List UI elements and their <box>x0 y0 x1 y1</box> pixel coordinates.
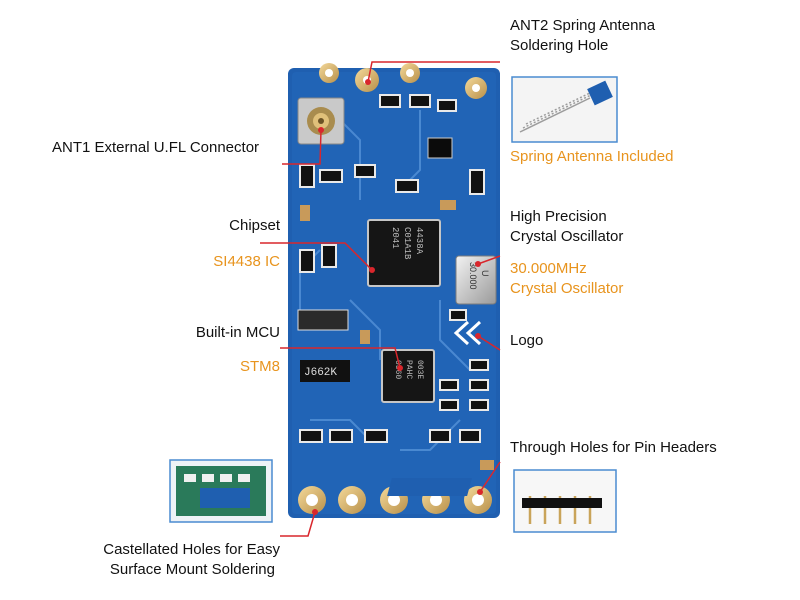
callout-lines <box>260 61 501 537</box>
mcu-marking-2: PAHC <box>404 360 413 379</box>
ant2-label-line1: ANT2 Spring Antenna <box>510 17 656 34</box>
crystal-marking-2: 30.000 <box>468 262 478 290</box>
spring-antenna-photo <box>511 76 618 143</box>
castellated-label-line1: Castellated Holes for Easy <box>103 541 280 558</box>
oscillator-freq-line1: 30.000MHz <box>510 260 587 277</box>
rf-chip-marking-3: 2041 <box>390 227 400 249</box>
mcu-marking-3: 0360 <box>393 360 402 379</box>
spring-included-label: Spring Antenna Included <box>510 148 674 165</box>
logo-label: Logo <box>510 332 544 349</box>
oscillator-freq-line2: Crystal Oscillator <box>510 280 624 297</box>
board-logo <box>453 320 482 346</box>
ant2-label-line2: Soldering Hole <box>510 37 609 54</box>
castellated-board-photo <box>169 459 273 523</box>
ufl-connector <box>297 97 345 145</box>
oscillator-label-line2: Crystal Oscillator <box>510 228 624 245</box>
resistor-code: J662K <box>304 367 337 379</box>
rf-chip-marking-2: C01A1B <box>402 227 412 260</box>
rf-chip: 4438A C01A1B 2041 <box>367 219 441 287</box>
mcu-chip: 003E PAHC 0360 <box>381 349 435 403</box>
mcu-marking-1: 003E <box>415 360 424 379</box>
ant1-label: ANT1 External U.FL Connector <box>52 139 260 156</box>
small-ic <box>427 137 453 159</box>
through-holes-label: Through Holes for Pin Headers <box>510 439 717 456</box>
rf-chip-marking-1: 4438A <box>414 227 424 255</box>
chipset-ic-label: SI4438 IC <box>213 253 280 270</box>
castellated-label-line2: Surface Mount Soldering <box>109 561 275 578</box>
crystal-oscillator: U 30.000 <box>455 255 497 305</box>
crystal-marking-1: U <box>480 270 490 277</box>
pin-headers-photo <box>387 469 617 533</box>
mcu-label: Built-in MCU <box>195 324 280 341</box>
smd-resistor: J662K <box>297 309 350 382</box>
oscillator-label-line1: High Precision <box>510 208 607 225</box>
capacitors <box>300 200 494 470</box>
chipset-label: Chipset <box>229 217 280 234</box>
mcu-model-label: STM8 <box>239 358 280 375</box>
callout-dots <box>312 79 483 515</box>
smd-components <box>299 94 489 443</box>
